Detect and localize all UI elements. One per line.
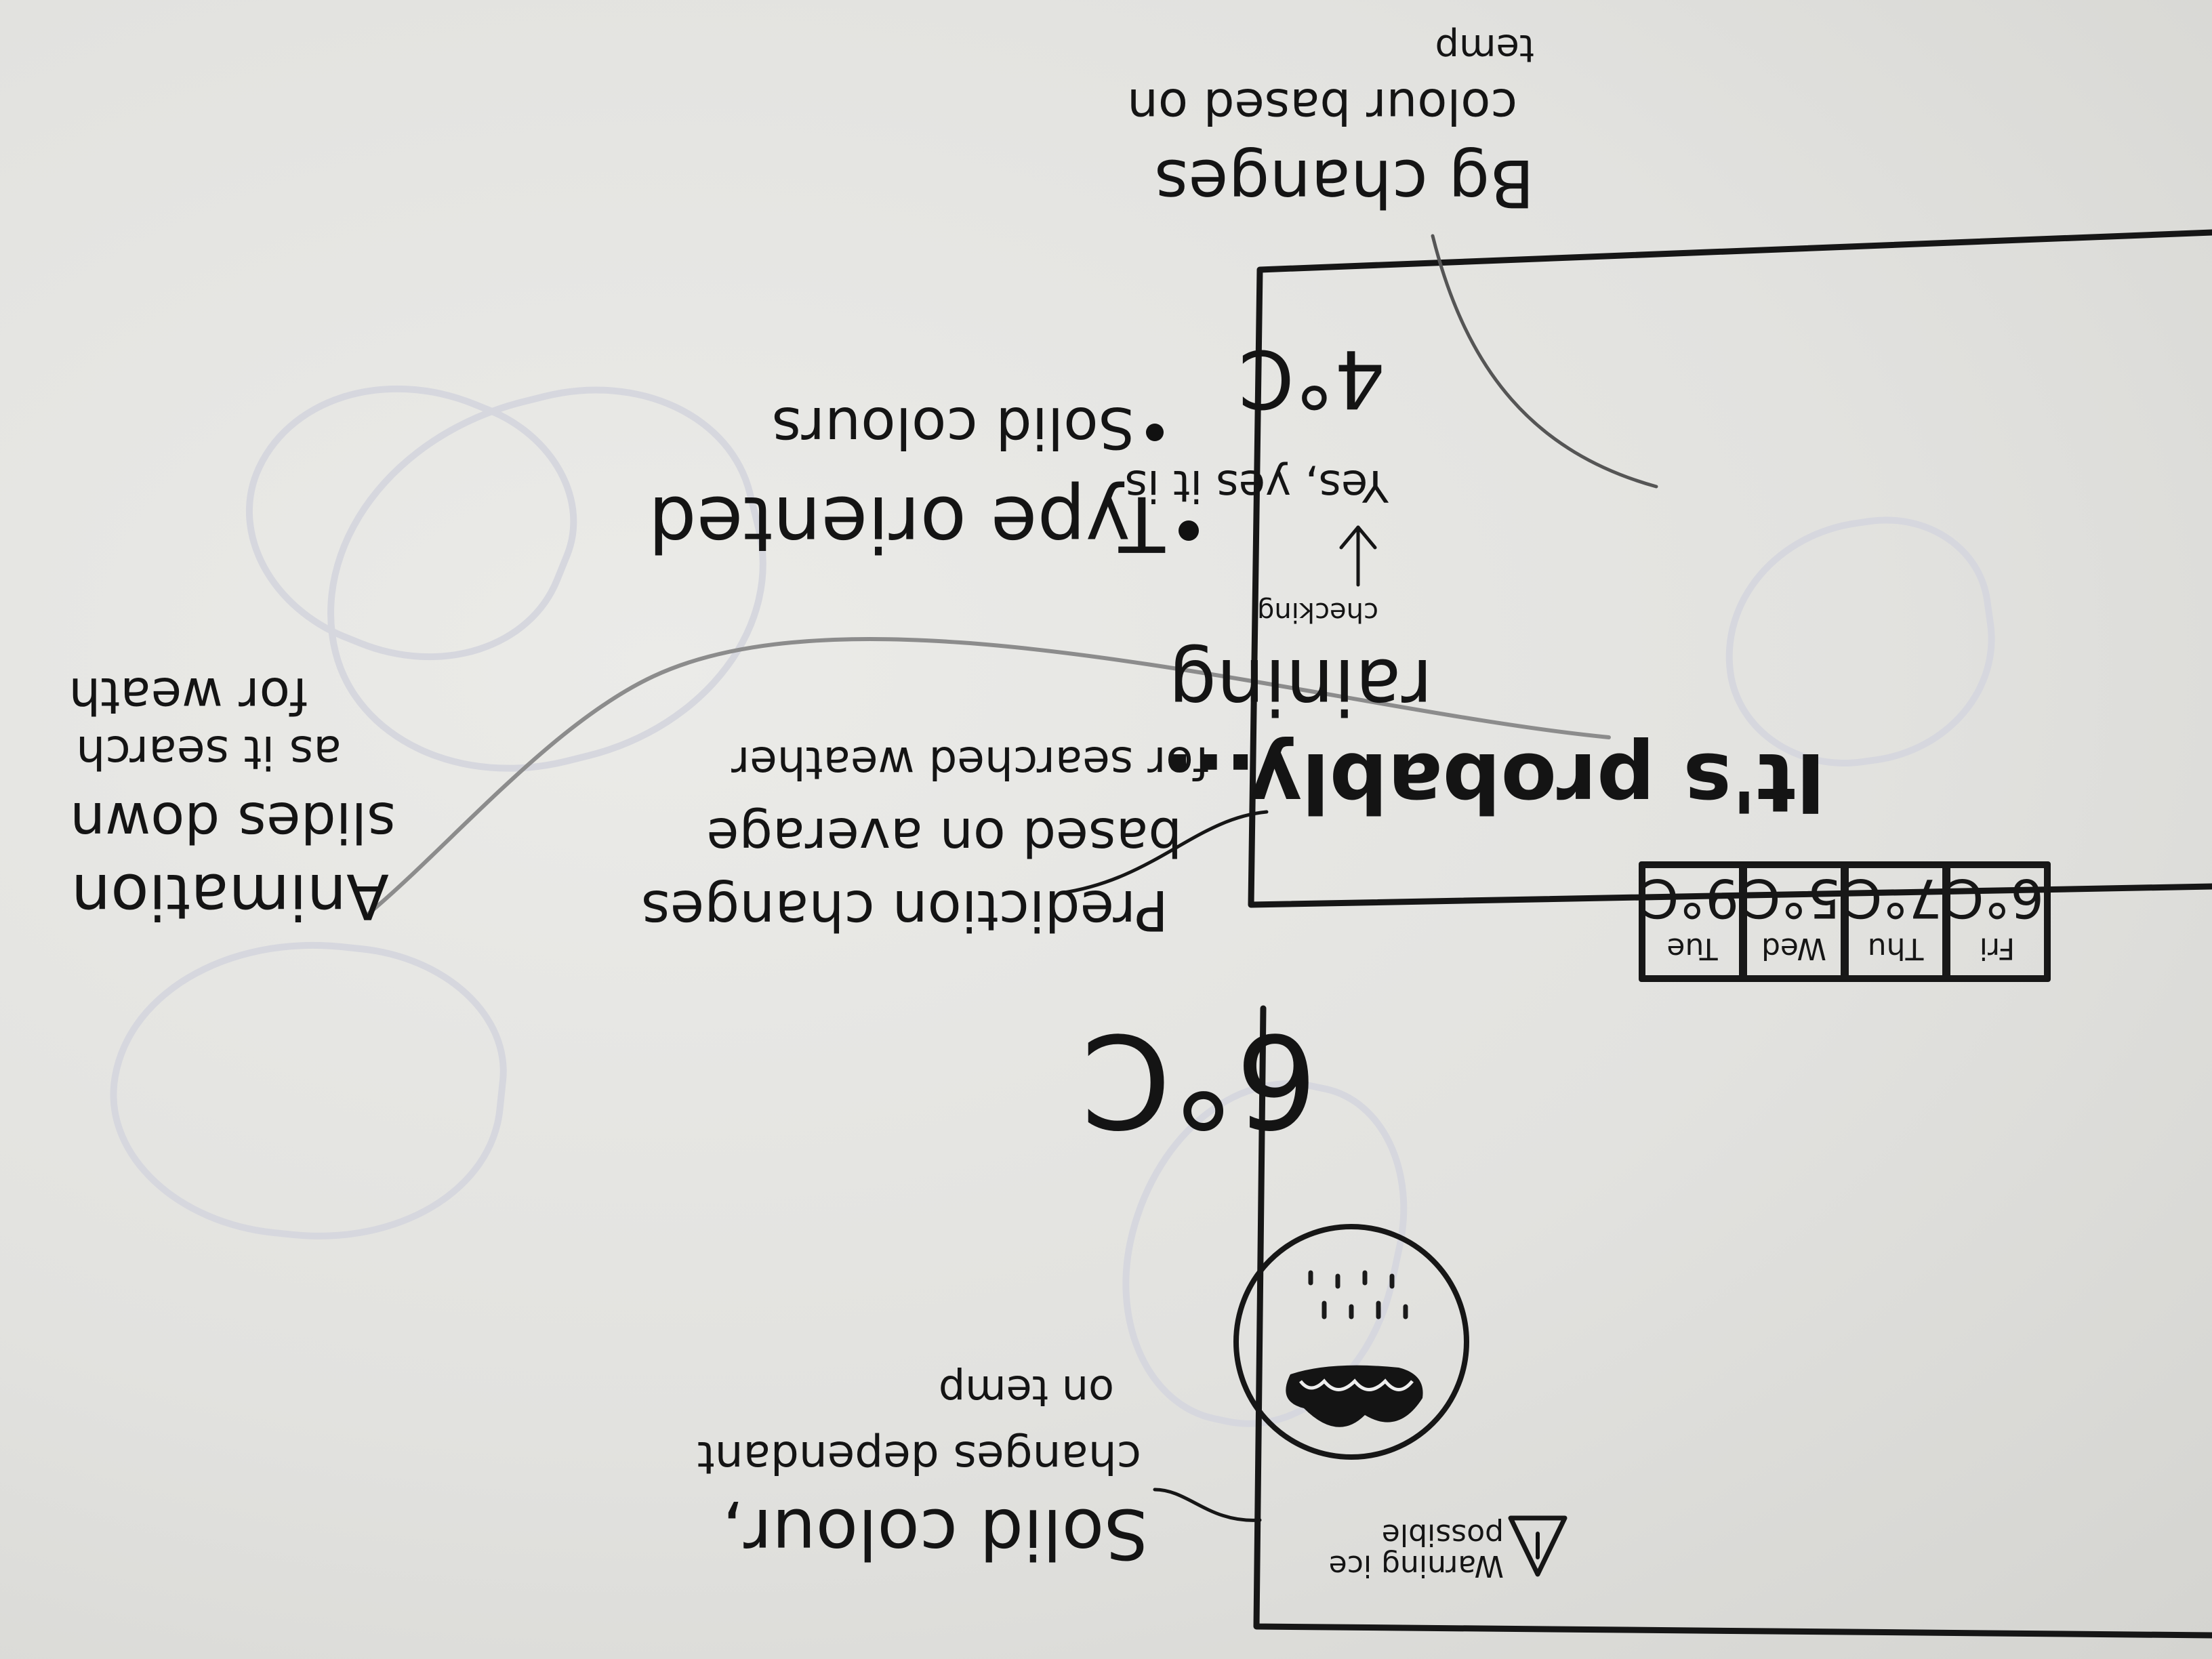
warning-triangle-icon (1508, 1515, 1568, 1577)
bullet-solid-colours: Solid colours (771, 394, 1134, 461)
note-animation-line1: Animation (70, 860, 389, 933)
note-bg-line1: Bg changes (1154, 145, 1534, 221)
warning-text: Warning ice possible (1328, 1517, 1504, 1583)
forecast-cell: Fri 6°C (1946, 864, 2048, 979)
rain-cloud-icon (1233, 1224, 1469, 1460)
forecast-temp: 6°C (1946, 867, 2044, 928)
prediction-connector (1058, 810, 1269, 895)
right-screen-frame (1248, 229, 2212, 908)
rain-drops (1308, 1270, 1408, 1319)
note-prediction-line2: based on average (706, 806, 1182, 867)
note-bg-line3: temp (1435, 26, 1534, 70)
note-bg-line2: colour based on (1127, 78, 1517, 135)
current-temperature: 6°C (1081, 1005, 1317, 1155)
forecast-day: Fri (1979, 931, 2015, 966)
note-prediction-line3: for searched weather (731, 737, 1209, 789)
animation-connector (367, 637, 1611, 916)
bg-connector (1431, 234, 1658, 489)
forecast-frame (1639, 861, 2051, 982)
note-prediction-line1: Prediction changes (641, 878, 1168, 942)
forecast-day: Thu (1867, 931, 1924, 966)
left-screen-frame (1253, 1005, 2212, 1639)
forecast-temp: 7°C (1845, 867, 1942, 928)
note-animation-line2: slides down (70, 790, 396, 854)
headline: It's probably... (1163, 735, 1826, 829)
note-solid-line3: on temp (938, 1366, 1114, 1416)
forecast-temp: 9°C (1641, 867, 1739, 928)
forecast-cell: Thu 7°C (1845, 864, 1946, 979)
checking-arrow-head (1339, 525, 1377, 550)
note-solid-line2: changes dependant (697, 1431, 1141, 1483)
bullet-dot (1179, 520, 1199, 541)
forecast-cell: Tue 9°C (1641, 864, 1743, 979)
note-animation-line4: for weath (68, 666, 308, 724)
note-animation-line3: as it search (76, 725, 342, 779)
condition-text: raining (1168, 642, 1433, 730)
right-temperature: 4°C (1238, 332, 1385, 426)
solid-colour-connector (1153, 1488, 1262, 1522)
bullet-dot (1146, 424, 1164, 441)
forecast-temp: 5°C (1743, 867, 1841, 928)
cloud-shape (1286, 1365, 1423, 1427)
forecast-cell: Wed 5°C (1743, 864, 1845, 979)
cloud-wave (1299, 1378, 1414, 1391)
bullet-type-oriented: Type oriented (648, 479, 1165, 567)
note-solid-line1: Solid colour, (721, 1493, 1148, 1574)
forecast-day: Wed (1761, 931, 1826, 966)
forecast-day: Tue (1666, 931, 1718, 966)
checking-label: checking (1257, 596, 1378, 628)
